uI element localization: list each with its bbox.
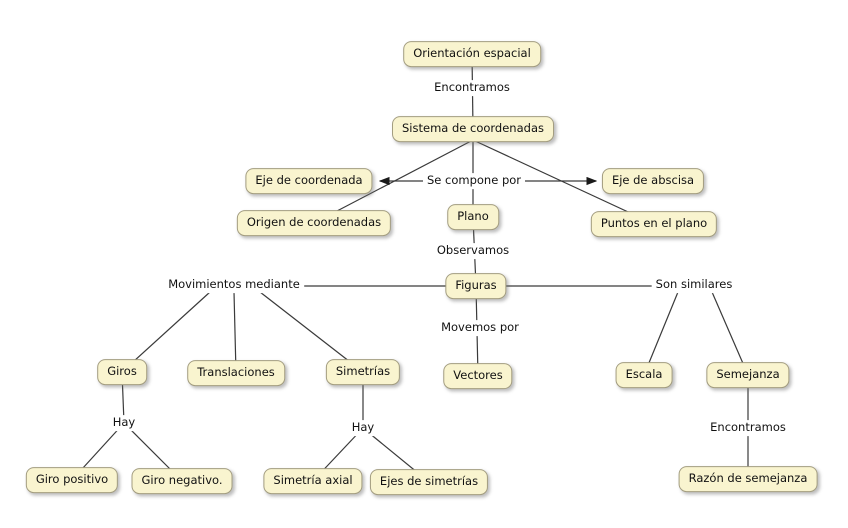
concept-node-simetria-axial[interactable]: Simetría axial xyxy=(263,468,363,494)
connector-line-9 xyxy=(233,291,237,374)
link-label-movemos-por[interactable]: Movemos por xyxy=(437,320,523,336)
connector-line-12 xyxy=(643,291,679,376)
concept-node-semejanza[interactable]: Semejanza xyxy=(706,362,790,388)
concept-node-plano[interactable]: Plano xyxy=(447,204,499,230)
concept-node-figuras[interactable]: Figuras xyxy=(445,273,507,299)
concept-node-eje-de-abscisa[interactable]: Eje de abscisa xyxy=(601,168,705,194)
concept-node-razon-de-semejanza[interactable]: Razón de semejanza xyxy=(678,466,818,492)
concept-node-giros[interactable]: Giros xyxy=(97,359,147,385)
concept-node-giro-positivo[interactable]: Giro positivo xyxy=(25,467,119,493)
concept-node-eje-de-coordenada[interactable]: Eje de coordenada xyxy=(245,168,373,194)
connector-line-3 xyxy=(472,139,655,225)
link-label-encontramos-top[interactable]: Encontramos xyxy=(430,80,514,96)
concept-node-translaciones[interactable]: Translaciones xyxy=(187,360,285,386)
connector-line-10 xyxy=(259,291,364,373)
concept-node-simetrias[interactable]: Simetrías xyxy=(325,359,401,385)
concept-node-puntos-en-el-plano[interactable]: Puntos en el plano xyxy=(590,211,718,237)
link-label-se-compone-por[interactable]: Se compone por xyxy=(422,173,526,189)
connector-line-8 xyxy=(121,291,211,373)
link-label-encontramos-bottom[interactable]: Encontramos xyxy=(706,420,790,436)
concept-node-orientacion-espacial[interactable]: Orientación espacial xyxy=(403,41,541,67)
link-label-hay-simetrias[interactable]: Hay xyxy=(347,420,379,436)
link-label-hay-giros[interactable]: Hay xyxy=(108,415,140,431)
concept-node-vectores[interactable]: Vectores xyxy=(443,363,513,389)
concept-node-ejes-de-simetrias[interactable]: Ejes de simetrías xyxy=(369,469,489,495)
concept-node-giro-negativo[interactable]: Giro negativo. xyxy=(131,468,233,494)
link-label-son-similares[interactable]: Son similares xyxy=(651,277,737,293)
connector-line-13 xyxy=(711,291,749,376)
concept-node-origen-de-coordenadas[interactable]: Origen de coordenadas xyxy=(236,210,392,236)
link-label-observamos[interactable]: Observamos xyxy=(432,243,514,259)
concept-node-sistema-de-coordenadas[interactable]: Sistema de coordenadas xyxy=(392,116,554,142)
concept-node-escala[interactable]: Escala xyxy=(615,362,673,388)
link-label-movimientos-mediante[interactable]: Movimientos mediante xyxy=(164,277,304,293)
